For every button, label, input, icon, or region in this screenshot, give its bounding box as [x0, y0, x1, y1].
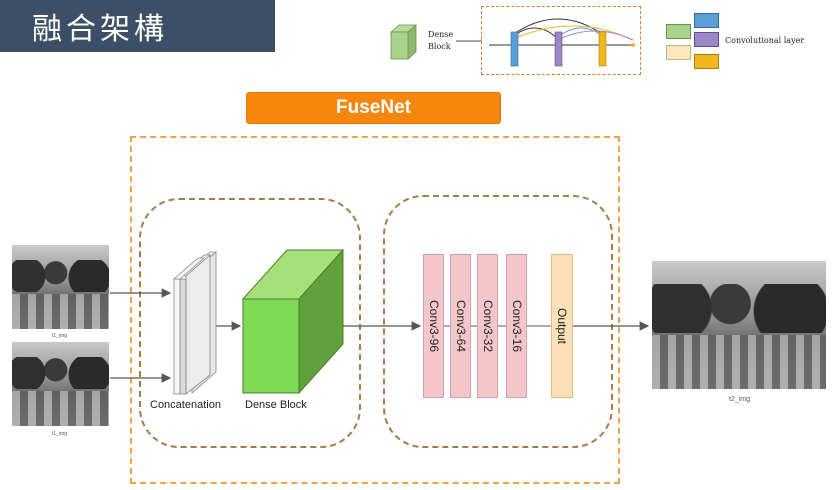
conv-group: [383, 195, 613, 448]
conv-layer-4: Conv3-16: [506, 254, 527, 398]
legend-blue-swatch: [694, 13, 719, 28]
conv-layer-1-label: Conv3-96: [426, 299, 441, 353]
dense-block-label: Dense Block: [245, 399, 307, 411]
input-caption-top: t1_img: [52, 333, 68, 339]
fusenet-banner: FuseNet: [246, 92, 501, 124]
dense-block-detail-box: [481, 6, 641, 75]
legend-peach-swatch: [666, 45, 691, 60]
slide-title: 融合架構: [0, 0, 275, 52]
input-caption-bottom: t1_img: [52, 431, 68, 437]
concatenation-label: Concatenation: [150, 399, 221, 411]
input-image-top: [12, 245, 109, 329]
conv-layer-3-label: Conv3-32: [480, 299, 495, 353]
legend-connector-line: [456, 40, 482, 42]
legend-dense-line2: Block: [428, 42, 451, 51]
fusion-group: [139, 198, 361, 448]
legend-purple-swatch: [694, 32, 719, 47]
output-layer-label: Output: [555, 307, 569, 345]
input-image-bottom: [12, 342, 109, 426]
fusenet-frame: [130, 136, 620, 484]
dense-block-detail-diagram: [489, 18, 635, 67]
concatenation-block: [172, 251, 218, 395]
conv-layer-3: Conv3-32: [477, 254, 498, 398]
legend-conv-label: Convolutional layer: [725, 36, 805, 45]
conv-layer-2: Conv3-64: [450, 254, 471, 398]
conv-layer-2-label: Conv3-64: [453, 299, 468, 353]
dense-block-cube: [241, 248, 345, 395]
dense-block-legend-icon: [389, 24, 418, 60]
legend-dense-line1: Dense: [428, 30, 454, 39]
output-layer: Output: [551, 254, 573, 398]
conv-layer-4-label: Conv3-16: [509, 299, 524, 353]
result-image: [652, 261, 826, 389]
legend-green-swatch: [666, 24, 691, 39]
result-caption: t2_img: [729, 396, 751, 403]
conv-layer-1: Conv3-96: [423, 254, 444, 398]
legend-yellow-swatch: [694, 54, 719, 69]
